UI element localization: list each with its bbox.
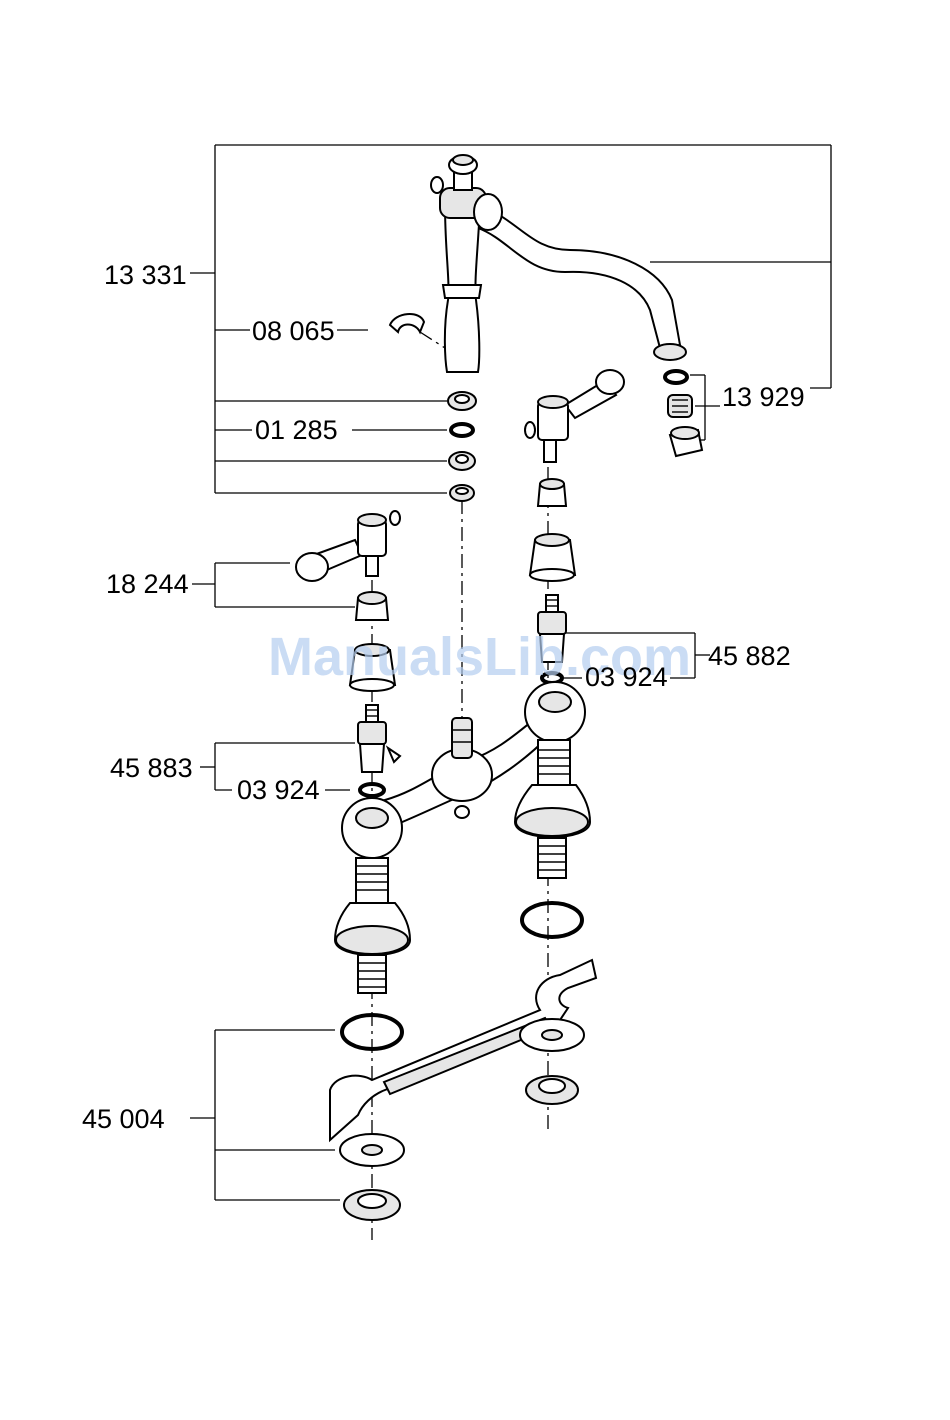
label-18244: 18 244 xyxy=(106,569,189,599)
part-labels: 13 331 08 065 01 285 13 929 18 244 45 88… xyxy=(82,260,805,1134)
left-shank xyxy=(335,858,410,993)
spout-assembly-13331 xyxy=(431,155,686,372)
label-01285: 01 285 xyxy=(255,415,338,445)
spout-seals xyxy=(448,392,476,501)
cartridge-45883 xyxy=(358,705,400,796)
lever-handle-right xyxy=(525,370,624,462)
label-03924-right: 03 924 xyxy=(585,662,668,692)
label-13331: 13 331 xyxy=(104,260,187,290)
aerator-13929 xyxy=(665,371,702,456)
label-08065: 08 065 xyxy=(252,316,335,346)
clip-08065 xyxy=(390,314,445,348)
label-45004: 45 004 xyxy=(82,1104,165,1134)
right-shank xyxy=(515,740,590,878)
label-03924-left: 03 924 xyxy=(237,775,320,805)
label-45882: 45 882 xyxy=(708,641,791,671)
label-13929: 13 929 xyxy=(722,382,805,412)
right-sleeve-parts xyxy=(530,479,575,581)
label-45883: 45 883 xyxy=(110,753,193,783)
lever-handle-18244 xyxy=(296,511,400,620)
